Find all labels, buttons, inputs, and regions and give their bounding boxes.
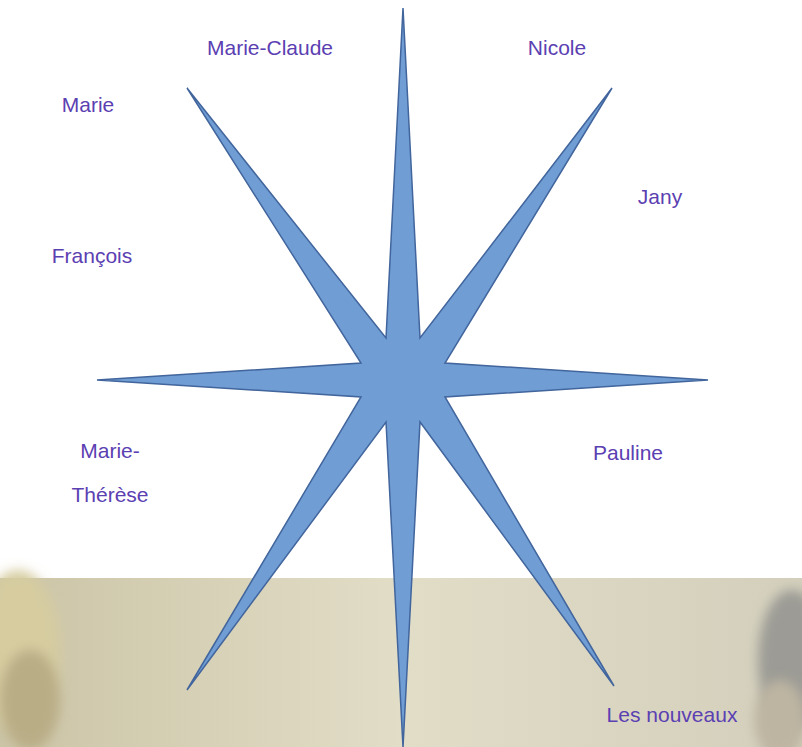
person-label: Marie xyxy=(62,83,115,127)
person-label: Jany xyxy=(638,175,682,219)
person-label: François xyxy=(52,234,133,278)
person-label: Marie-Thérèse xyxy=(60,429,160,517)
person-label: Nicole xyxy=(528,26,586,70)
person-label: Pauline xyxy=(593,431,663,475)
person-label: Les nouveaux xyxy=(607,693,738,737)
person-label: Marie-Claude xyxy=(207,26,333,70)
eight-point-star xyxy=(97,8,708,747)
